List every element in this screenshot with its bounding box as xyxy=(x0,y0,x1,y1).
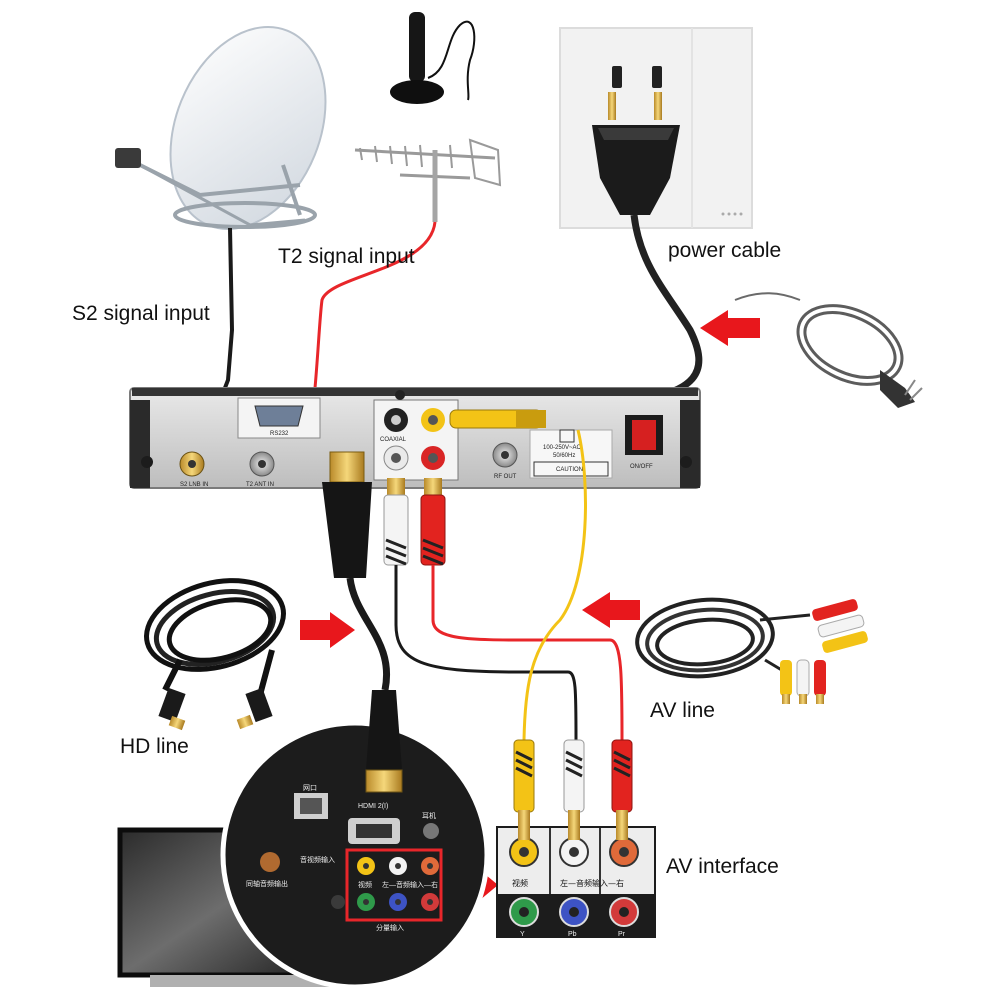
av-y-label: Y xyxy=(520,931,525,938)
av-arrow-icon xyxy=(582,592,640,628)
hdmi-plug-tv xyxy=(365,690,403,793)
lnb-in-label: S2 LNB IN xyxy=(180,482,208,488)
hd-arrow-icon xyxy=(300,612,355,648)
voltage-label: 100-250V~AC xyxy=(543,445,582,451)
receiver-back-panel xyxy=(129,387,701,489)
indoor-antenna-icon xyxy=(390,12,476,104)
tv-rear-panel xyxy=(220,720,490,990)
av-pr-label: Pr xyxy=(618,931,626,938)
av-audio-label: 左—音频输入—右 xyxy=(560,878,624,888)
satellite-dish-icon xyxy=(115,25,327,231)
tv-audio-label: 左—音频输入—右 xyxy=(382,880,438,889)
yagi-antenna-icon xyxy=(354,138,502,222)
av-line-label: AV line xyxy=(650,699,715,722)
tv-video-label: 视频 xyxy=(358,880,372,889)
power-cable-label: power cable xyxy=(668,239,782,262)
hd-line-label: HD line xyxy=(120,735,189,758)
tv-network-label: 网口 xyxy=(303,784,317,792)
coaxial-label: COAXIAL xyxy=(380,437,407,443)
av-plugs-bottom xyxy=(513,739,633,840)
power-arrow-icon xyxy=(700,310,760,346)
tv-hdmi-label: HDMI 2(I) xyxy=(358,803,388,810)
rf-out-label: RF OUT xyxy=(494,474,517,480)
yellow-av-cable xyxy=(522,429,587,741)
tv-headphone-label: 耳机 xyxy=(422,811,436,820)
rs232-label: RS232 xyxy=(270,431,289,437)
white-av-cable xyxy=(394,565,578,741)
t2-signal-label: T2 signal input xyxy=(278,245,415,268)
power-plug-icon xyxy=(592,92,680,215)
av-cable-icon xyxy=(635,597,868,704)
white-plug-top xyxy=(383,478,409,566)
hdmi-cable-icon xyxy=(144,578,286,731)
caution-label: CAUTION xyxy=(556,467,583,473)
frequency-label: 50/60Hz xyxy=(553,453,575,459)
tv-coax-label: 同轴音频输出 xyxy=(246,879,288,888)
tv-composite-label: 音视频输入 xyxy=(300,855,335,864)
onoff-label: ON/OFF xyxy=(630,464,653,470)
red-av-cable xyxy=(431,565,624,741)
yellow-plug-top xyxy=(449,409,546,429)
av-pb-label: Pb xyxy=(568,931,577,938)
s2-signal-label: S2 signal input xyxy=(72,302,210,325)
hdmi-plug-top xyxy=(322,451,372,578)
power-cord-icon xyxy=(734,292,923,408)
av-interface-label: AV interface xyxy=(666,855,779,878)
red-plug-top xyxy=(420,478,446,566)
ant-in-label: T2 ANT IN xyxy=(246,482,274,488)
hdmi-cable xyxy=(346,577,391,691)
av-video-label: 视频 xyxy=(512,878,528,888)
tv-component-label: 分量输入 xyxy=(376,923,404,932)
